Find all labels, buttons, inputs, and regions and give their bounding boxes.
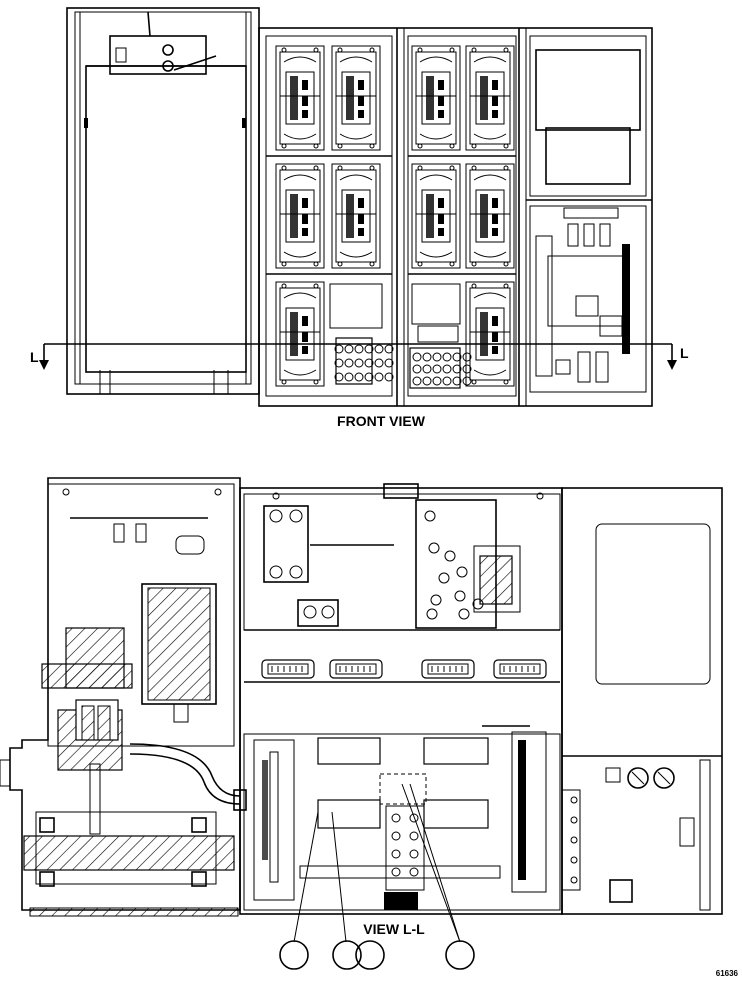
front-view-title: FRONT VIEW xyxy=(337,413,426,429)
callout-balloon-1 xyxy=(279,940,309,970)
view-ll-title: VIEW L-L xyxy=(363,921,425,937)
callout-balloon-4 xyxy=(445,940,475,970)
power-modules-bay-1 xyxy=(266,45,394,387)
section-label-right: L xyxy=(680,345,689,361)
callout-balloon-2 xyxy=(332,940,362,970)
callout-leaders xyxy=(293,783,461,943)
section-view-ll: VIEW L-L xyxy=(0,477,723,970)
control-bay xyxy=(526,35,652,393)
power-modules-bay-2 xyxy=(408,45,516,389)
front-view: L L FRONT VIEW xyxy=(30,7,689,429)
callout-balloon-3 xyxy=(355,940,385,970)
section-label-left: L xyxy=(30,349,39,365)
middle-compartment xyxy=(239,483,563,915)
main-cabinet xyxy=(258,27,653,407)
left-cabinet xyxy=(66,7,260,395)
left-compartment xyxy=(0,477,247,917)
section-line-ll: L L xyxy=(30,343,689,370)
figure-number: 61636 xyxy=(716,969,739,978)
right-compartment xyxy=(561,487,723,915)
